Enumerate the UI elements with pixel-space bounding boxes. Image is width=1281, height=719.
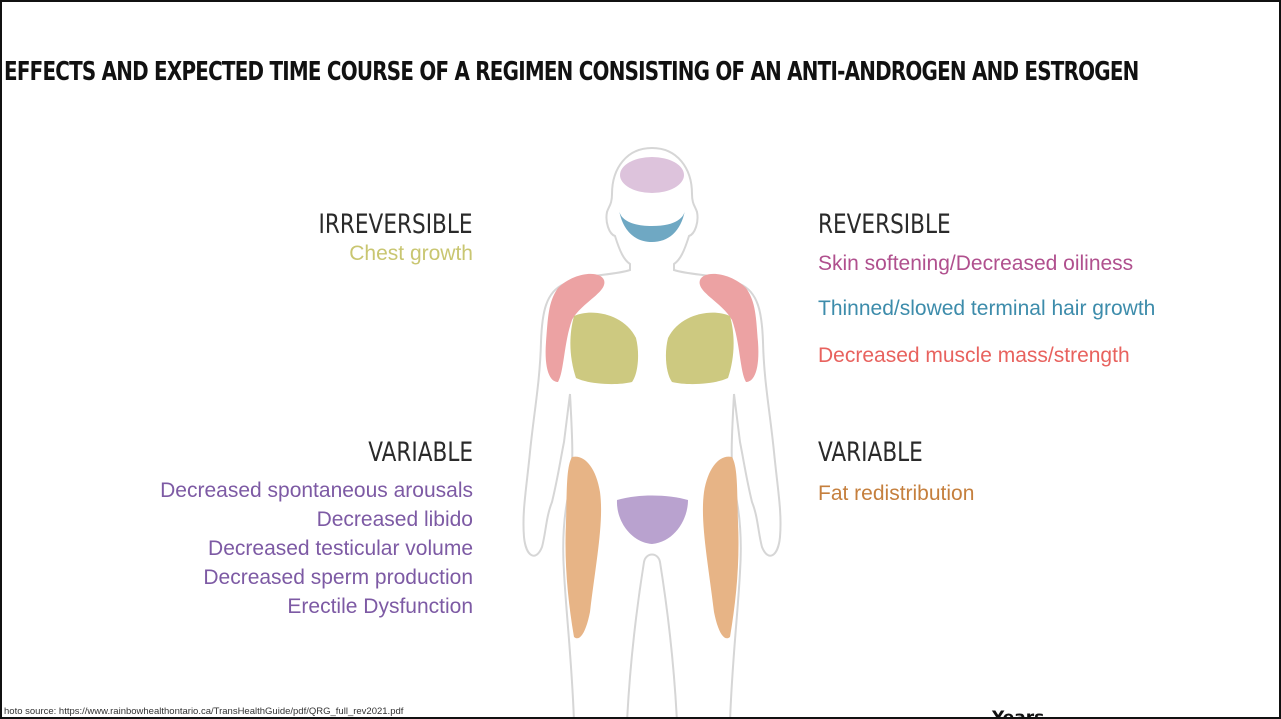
years-label: Years [992,708,1044,719]
photo-source-caption: hoto source: https://www.rainbowhealthon… [4,706,403,717]
slide-title: EFFECTS AND EXPECTED TIME COURSE OF A RE… [4,57,1139,87]
variable-left-heading: VARIABLE [368,438,473,468]
variable-left-item: Decreased sperm production [160,563,473,592]
variable-right-item-fat: Fat redistribution [818,482,974,506]
irreversible-heading: IRREVERSIBLE [319,210,473,240]
reversible-item-muscle: Decreased muscle mass/strength [818,344,1130,368]
variable-left-item: Erectile Dysfunction [160,592,473,621]
variable-left-item: Decreased libido [160,505,473,534]
body-figure [512,142,792,719]
irreversible-item-chest: Chest growth [349,242,473,266]
variable-left-list: Decreased spontaneous arousals Decreased… [160,476,473,621]
variable-right-heading: VARIABLE [818,438,923,468]
variable-left-item: Decreased testicular volume [160,534,473,563]
reversible-item-hair: Thinned/slowed terminal hair growth [818,297,1155,321]
scalp-region [620,157,684,193]
variable-left-item: Decreased spontaneous arousals [160,476,473,505]
reversible-item-skin: Skin softening/Decreased oiliness [818,252,1133,276]
reversible-heading: REVERSIBLE [818,210,951,240]
